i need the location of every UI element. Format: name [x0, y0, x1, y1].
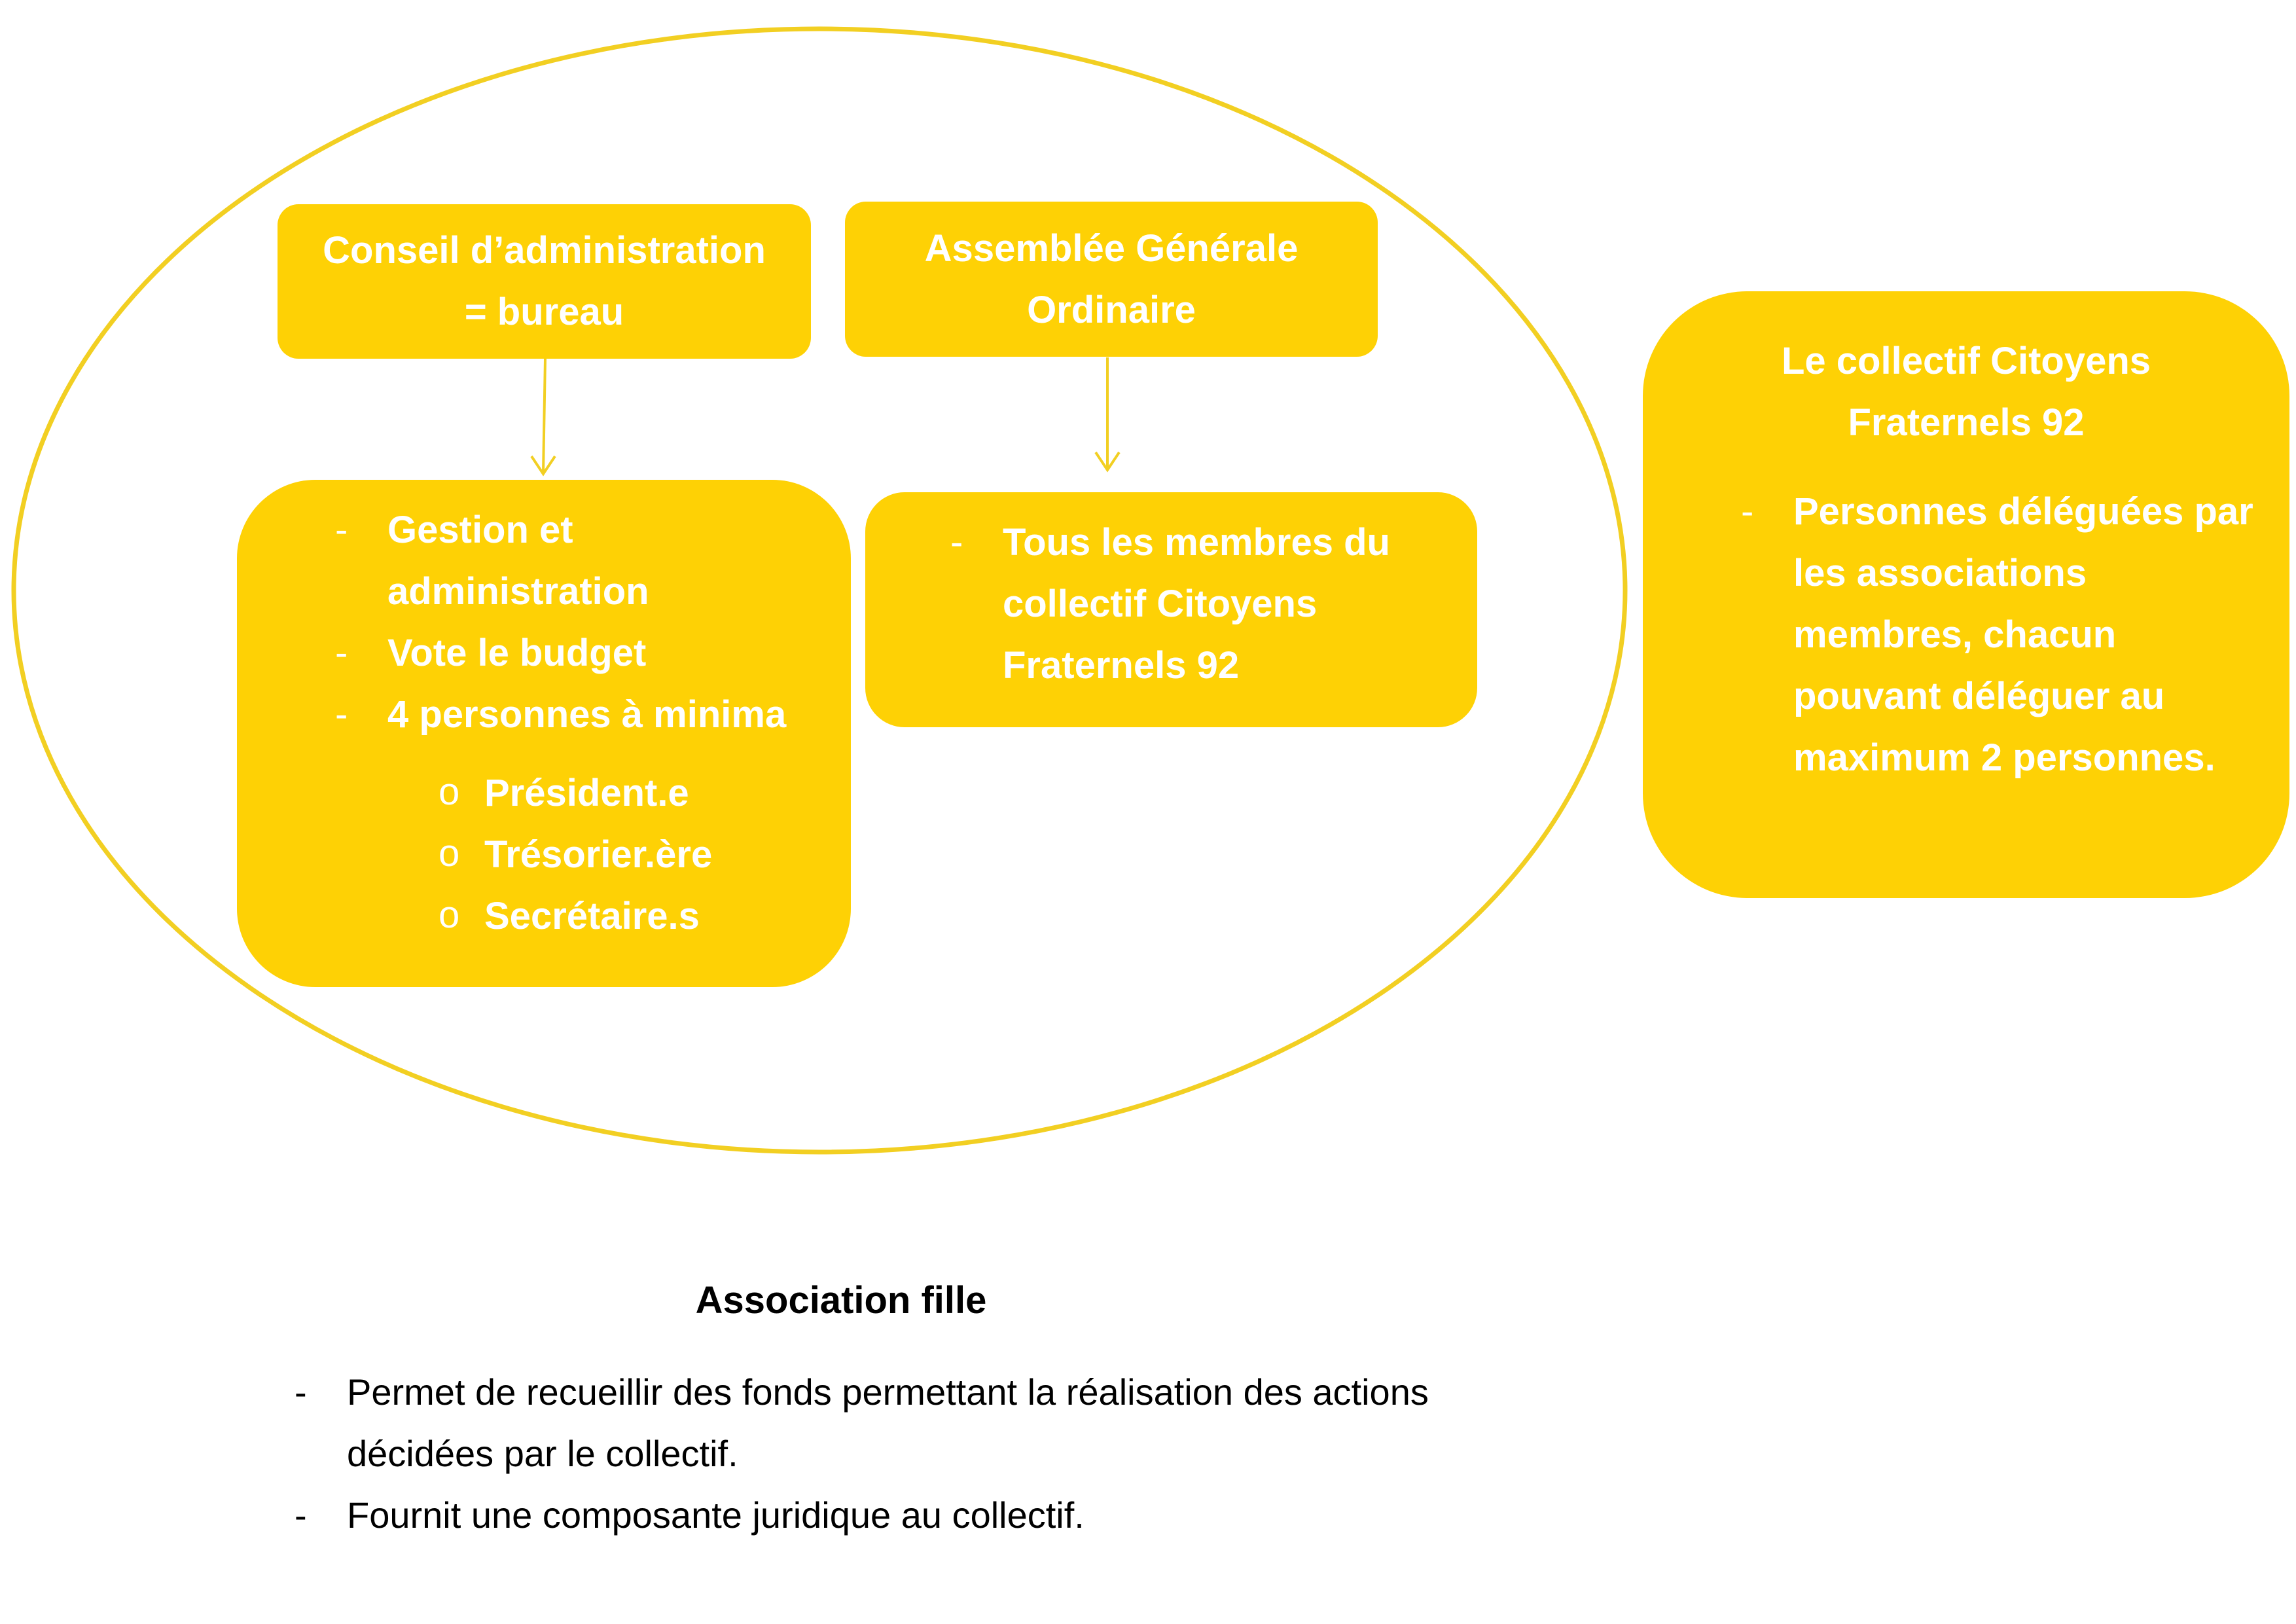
conseil-title-line1: Conseil d’administration	[323, 229, 766, 272]
assemblee-details-box: Tous les membres du collectif Citoyens F…	[865, 492, 1477, 727]
notes-list: Permet de recueillir des fonds permettan…	[295, 1362, 1473, 1546]
conseil-title-line2: = bureau	[464, 291, 624, 333]
list-item: Permet de recueillir des fonds permettan…	[295, 1362, 1473, 1485]
conseil-details-box: Gestion et administration Vote le budget…	[237, 480, 851, 987]
list-item: Personnes déléguées par les associations…	[1741, 481, 2265, 789]
arrow-conseil-to-details	[530, 358, 556, 477]
list-item: 4 personnes à minima	[335, 684, 851, 746]
conseil-roles-box: Président.e Trésorier.ère Secrétaire.s	[439, 761, 831, 959]
collectif-title-line1: Le collectif Citoyens	[1781, 340, 2151, 382]
arrow-assemblee-to-details	[1094, 357, 1121, 473]
assemblee-title-line2: Ordinaire	[1027, 288, 1196, 331]
association-fille-notes: Permet de recueillir des fonds permettan…	[295, 1362, 1473, 1546]
assemblee-title-line1: Assemblée Générale	[924, 226, 1299, 270]
collectif-title-line2: Fraternels 92	[1848, 401, 2085, 444]
list-item: Président.e	[439, 761, 831, 824]
list-item: Vote le budget	[335, 623, 851, 684]
collectif-box: Le collectif Citoyens Fraternels 92 Pers…	[1643, 291, 2289, 898]
list-item: Secrétaire.s	[439, 884, 831, 947]
collectif-list: Personnes déléguées par les associations…	[1741, 481, 2289, 789]
conseil-roles-list: Président.e Trésorier.ère Secrétaire.s	[439, 761, 831, 947]
list-item: Fournit une composante juridique au coll…	[295, 1485, 1473, 1546]
list-item: Gestion et administration	[335, 499, 741, 623]
list-item: Tous les membres du collectif Citoyens F…	[950, 512, 1422, 696]
assemblee-box: Assemblée Générale Ordinaire	[845, 202, 1378, 357]
association-fille-ellipse	[11, 26, 1628, 1155]
conseil-details-list: Gestion et administration Vote le budget…	[335, 499, 851, 746]
conseil-box: Conseil d’administration = bureau	[278, 204, 811, 359]
association-fille-title: Association fille	[695, 1279, 987, 1322]
assemblee-details-list: Tous les membres du collectif Citoyens F…	[950, 512, 1477, 696]
list-item: Trésorier.ère	[439, 823, 831, 886]
